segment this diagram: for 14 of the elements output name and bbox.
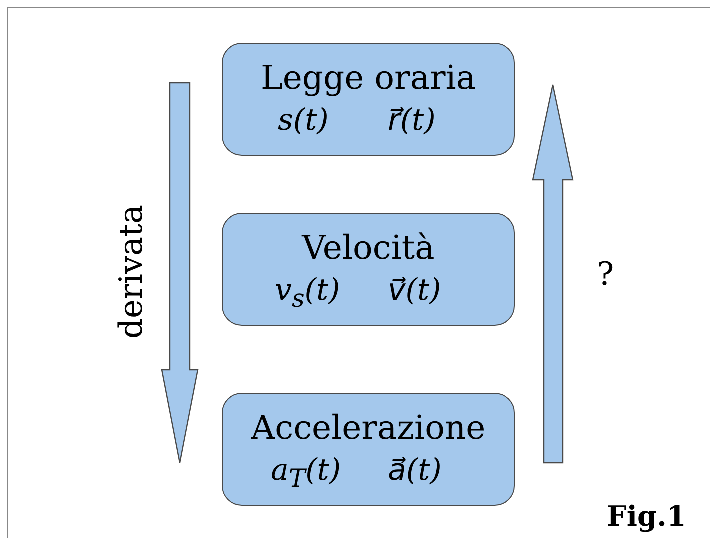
- box-title: Velocità: [300, 228, 436, 268]
- formula: v⃗(t): [388, 272, 442, 310]
- formula: a$_{T}$(t): [271, 452, 342, 495]
- formula: s(t): [278, 102, 329, 140]
- box-title: Legge oraria: [260, 58, 478, 98]
- formula: a⃗(t): [388, 452, 442, 490]
- formula: v$_{s}$(t): [275, 272, 340, 315]
- rounded-box: [222, 43, 515, 156]
- formula: r⃗(t): [388, 102, 436, 140]
- figure-label: Fig.1: [607, 500, 686, 533]
- question-mark-label: ?: [597, 255, 614, 293]
- rounded-box: [222, 393, 515, 506]
- rounded-box: [222, 213, 515, 326]
- box-title: Accelerazione: [250, 408, 487, 448]
